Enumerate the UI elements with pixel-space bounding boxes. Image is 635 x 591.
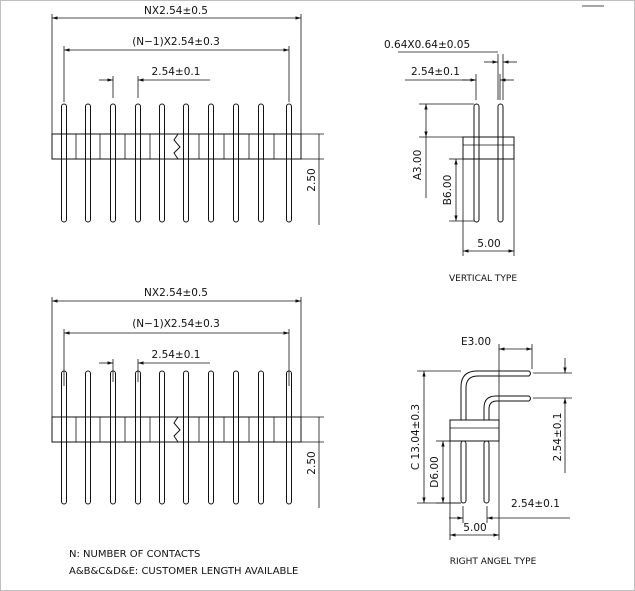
vertical-width-dimension: 5.00 <box>477 238 500 250</box>
header-pin-bottom-8 <box>233 370 239 505</box>
insulator-body-bottom <box>51 416 302 443</box>
right-angle-lower-pin-right <box>483 440 490 504</box>
front-view-top: NX2.54±0.5 (N−1)X2.54±0.3 2.54±0.1 2.50 <box>51 5 324 225</box>
vertical-type-caption: VERTICAL TYPE <box>449 274 517 284</box>
header-pin-bottom-2 <box>85 370 91 505</box>
header-pin-top-10 <box>286 103 292 223</box>
span-dimension-top: (N−1)X2.54±0.3 <box>132 36 220 48</box>
a-length-dimension: A3.00 <box>412 150 424 181</box>
right-angle-pitch-horizontal: 2.54±0.1 <box>511 498 560 510</box>
right-angle-pin-outer <box>460 370 531 420</box>
header-pin-bottom-3 <box>110 370 116 505</box>
right-angle-type-view: E3.00 C 13.04±0.3 D6.00 2.54±0.1 2.54±0.… <box>410 336 572 567</box>
header-pins-top <box>61 103 292 223</box>
pitch-dimension-top: 2.54±0.1 <box>152 66 201 78</box>
header-pin-top-1 <box>61 103 67 223</box>
right-angle-insulator <box>449 419 500 442</box>
pitch-dimension-bottom: 2.54±0.1 <box>152 349 201 361</box>
overall-dimension-top: NX2.54±0.5 <box>144 5 208 17</box>
pin-size-dimension: 0.64X0.64±0.05 <box>384 39 470 51</box>
vertical-pin-left <box>473 103 480 223</box>
header-pin-top-4 <box>135 103 141 223</box>
front-view-bottom: NX2.54±0.5 (N−1)X2.54±0.3 2.54±0.1 2.50 <box>51 287 324 508</box>
right-angle-pin-inner <box>483 395 531 420</box>
header-pin-top-8 <box>233 103 239 223</box>
header-pin-top-2 <box>85 103 91 223</box>
header-pin-bottom-7 <box>208 370 214 505</box>
break-symbol-bottom <box>173 416 181 443</box>
right-angle-type-caption: RIGHT ANGEL TYPE <box>450 557 537 567</box>
span-dimension-bottom: (N−1)X2.54±0.3 <box>132 318 220 330</box>
b-length-dimension: B6.00 <box>442 175 454 206</box>
header-pin-top-3 <box>110 103 116 223</box>
header-pin-bottom-9 <box>258 370 264 505</box>
header-pin-bottom-4 <box>135 370 141 505</box>
e-length-dimension: E3.00 <box>461 336 491 348</box>
height-dimension-top: 2.50 <box>306 168 318 191</box>
insulator-body-top <box>51 133 302 160</box>
header-pin-bottom-10 <box>286 370 292 505</box>
right-angle-lower-pin-left <box>460 440 467 504</box>
header-pin-top-5 <box>159 103 165 223</box>
vertical-pitch-dimension: 2.54±0.1 <box>411 66 460 78</box>
height-dimension-bottom: 2.50 <box>306 451 318 474</box>
note-number-of-contacts: N: NUMBER OF CONTACTS <box>69 549 200 560</box>
vertical-type-view: 0.64X0.64±0.05 2.54±0.1 A3.00 B6.00 5.00… <box>384 39 517 284</box>
right-angle-pitch-vertical: 2.54±0.1 <box>552 413 564 462</box>
header-pin-top-9 <box>258 103 264 223</box>
vertical-insulator <box>462 136 515 160</box>
c-length-dimension: C 13.04±0.3 <box>410 404 422 470</box>
note-customer-length: A&B&C&D&E: CUSTOMER LENGTH AVAILABLE <box>69 566 298 577</box>
header-pin-top-7 <box>208 103 214 223</box>
d-length-dimension: D6.00 <box>429 456 441 487</box>
header-pins-bottom <box>61 370 292 505</box>
header-pin-bottom-1 <box>61 370 67 505</box>
break-symbol-top <box>173 133 181 160</box>
right-angle-width-dimension: 5.00 <box>463 522 486 534</box>
header-pin-top-6 <box>183 103 189 223</box>
overall-dimension-bottom: NX2.54±0.5 <box>144 287 208 299</box>
header-pin-bottom-6 <box>183 370 189 505</box>
header-pin-bottom-5 <box>159 370 165 505</box>
vertical-pin-right <box>497 103 504 223</box>
